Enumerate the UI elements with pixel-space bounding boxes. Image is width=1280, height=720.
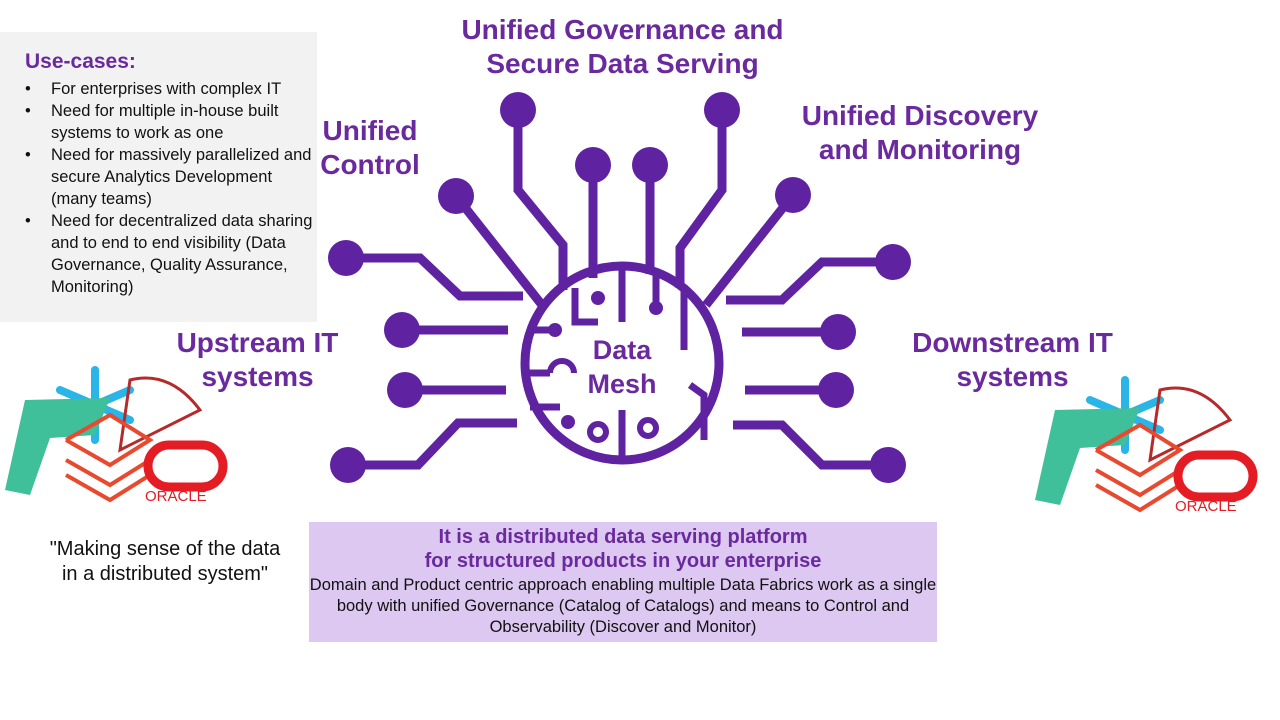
summary-title-line1: It is a distributed data serving platfor…: [438, 526, 808, 548]
summary-box: It is a distributed data serving platfor…: [309, 522, 937, 642]
oracle-logo-text: ORACLE: [145, 488, 207, 505]
circuit-nodes: [328, 92, 911, 483]
summary-title-line2: for structured products in your enterpri…: [424, 550, 822, 572]
use-cases-list: For enterprises with complex IT Need for…: [25, 78, 315, 298]
label-unified-discovery: Unified Discovery and Monitoring: [801, 100, 1039, 165]
label-downstream-systems: Downstream IT systems: [912, 327, 1113, 392]
label-data-mesh: Data Mesh: [587, 335, 657, 399]
use-cases-title: Use-cases:: [25, 50, 136, 73]
downstream-logos: ORACLE: [1030, 370, 1270, 520]
oracle-logo-text: ORACLE: [1175, 498, 1237, 515]
use-case-item: Need for decentralized data sharing and …: [25, 210, 315, 298]
use-case-item: For enterprises with complex IT: [25, 78, 315, 100]
label-unified-control: Unified Control: [320, 115, 420, 180]
use-case-item: Need for massively parallelized and secu…: [25, 144, 315, 210]
upstream-logos: ORACLE: [0, 360, 240, 510]
tech-logos-icon: ORACLE: [1035, 376, 1258, 515]
summary-description: Domain and Product centric approach enab…: [309, 576, 937, 636]
use-cases-panel: Use-cases: For enterprises with complex …: [0, 32, 317, 322]
use-case-item: Need for multiple in-house built systems…: [25, 100, 315, 144]
quote-text: "Making sense of the data in a distribut…: [49, 538, 281, 585]
label-unified-governance: Unified Governance and Secure Data Servi…: [461, 14, 784, 79]
circuit-traces: [346, 110, 893, 470]
tech-logos-icon: ORACLE: [5, 366, 228, 505]
label-upstream-systems: Upstream IT systems: [176, 327, 339, 392]
